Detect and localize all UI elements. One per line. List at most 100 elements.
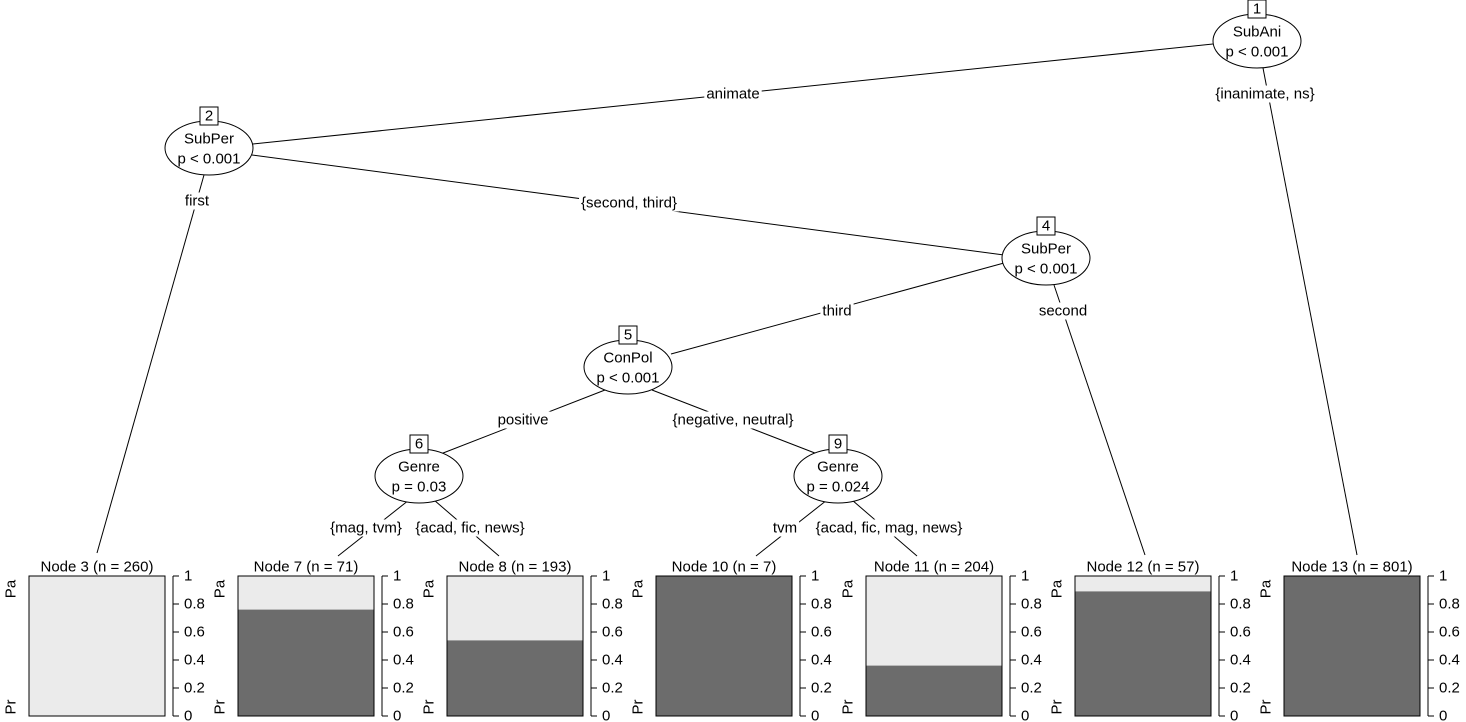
y-tick-label: 0.8: [602, 596, 623, 613]
edge-label-6-7: {mag, tvm}: [330, 520, 402, 537]
bar-segment-pa: [447, 576, 583, 641]
edge-label-4-12: second: [1039, 303, 1087, 320]
bar-segment-pa: [866, 576, 1002, 666]
bar-segment-pr: [238, 609, 374, 716]
bar-frame: [237, 575, 375, 717]
y-tick-label: 0.2: [1439, 680, 1460, 697]
y-tick-label: 0.6: [393, 624, 414, 641]
side-label-pa: Pa: [840, 579, 857, 598]
node-pvalue: p < 0.001: [597, 370, 660, 387]
terminal-node-title: Node 12 (n = 57): [1087, 559, 1200, 576]
edge-label-background: [770, 519, 800, 537]
node-id-box: [828, 434, 848, 454]
node-id-box: [618, 325, 638, 345]
side-label-pr: Pr: [630, 699, 647, 714]
y-tick-label: 0.4: [393, 652, 414, 669]
y-tick-label: 0: [1021, 708, 1029, 722]
y-tick-label: 0: [811, 708, 819, 722]
y-tick-label: 1: [184, 568, 192, 585]
y-tick-label: 0.8: [1439, 596, 1460, 613]
edge-label-background: [670, 411, 796, 429]
edges-layer: animate {inanimate, ns} first {second, thir…: [96, 43, 1358, 557]
side-label-pa: Pa: [1049, 579, 1066, 598]
side-label-pr: Pr: [421, 699, 438, 714]
node-id: 2: [205, 108, 213, 125]
edge-4-12: [1053, 284, 1146, 556]
y-tick-label: 1: [811, 568, 819, 585]
side-label-pa: Pa: [3, 579, 20, 598]
edge-label-1-13: {inanimate, ns}: [1215, 86, 1314, 103]
side-label-pr: Pr: [840, 699, 857, 714]
side-label-pr: Pr: [3, 699, 20, 714]
terminal-node-title: Node 3 (n = 260): [41, 559, 154, 576]
edge-label-background: [182, 192, 212, 210]
edge-label-background: [813, 519, 965, 537]
edge-label-background: [328, 519, 404, 537]
edge-1-13: [1262, 67, 1358, 556]
bar-segment-pr: [447, 640, 583, 716]
terminal-title-background: [1289, 558, 1415, 576]
bar-frame: [1283, 575, 1421, 717]
side-label-pa: Pa: [421, 579, 438, 598]
node-pvalue: p < 0.001: [1226, 44, 1289, 61]
node-variable: SubPer: [1021, 241, 1071, 258]
edge-label-background: [495, 411, 551, 429]
side-label-pr: Pr: [1049, 699, 1066, 714]
edge-label-background: [1036, 302, 1090, 320]
y-tick-label: 0.6: [1021, 624, 1042, 641]
node-id-box: [1247, 0, 1267, 19]
y-tick-label: 0: [393, 708, 401, 722]
terminal-node-title: Node 11 (n = 204): [874, 559, 994, 576]
y-tick-label: 0.8: [1230, 596, 1251, 613]
node-variable: Genre: [398, 459, 440, 476]
node-pvalue: p < 0.001: [1015, 261, 1078, 278]
edge-label-9-11: {acad, fic, mag, news}: [816, 520, 963, 537]
node-id: 1: [1253, 1, 1261, 18]
edge-label-2-3: first: [185, 193, 210, 210]
y-tick-label: 1: [602, 568, 610, 585]
bar-segment-pr: [656, 576, 792, 716]
y-tick-label: 1: [1230, 568, 1238, 585]
y-tick-label: 0.4: [811, 652, 832, 669]
bar-segment-pa: [238, 576, 374, 610]
edge-label-background: [820, 302, 854, 320]
bar-frame: [655, 575, 793, 717]
y-tick-label: 0.2: [184, 680, 205, 697]
edge-label-2-4: {second, third}: [581, 195, 677, 212]
y-tick-label: 0.2: [811, 680, 832, 697]
y-tick-label: 0.6: [1439, 624, 1460, 641]
edge-label-background: [704, 85, 762, 103]
bar-segment-pa: [1075, 576, 1211, 592]
edge-label-background: [579, 194, 679, 212]
node-id: 4: [1042, 218, 1050, 235]
y-tick-label: 0.6: [602, 624, 623, 641]
edge-label-5-9: {negative, neutral}: [673, 412, 794, 429]
y-tick-label: 0.8: [1021, 596, 1042, 613]
y-tick-label: 0.4: [602, 652, 623, 669]
y-tick-label: 0.6: [811, 624, 832, 641]
node-pvalue: p < 0.001: [178, 151, 241, 168]
y-tick-label: 0.2: [602, 680, 623, 697]
edge-label-background: [413, 519, 527, 537]
terminal-title-background: [669, 558, 779, 576]
edge-label-1-2: animate: [706, 86, 759, 103]
y-tick-label: 0.6: [1230, 624, 1251, 641]
bar-frame: [446, 575, 584, 717]
bar-segment-pr: [1075, 591, 1211, 716]
y-tick-label: 0: [1439, 708, 1447, 722]
y-tick-label: 0.2: [393, 680, 414, 697]
edge-label-4-5: third: [822, 303, 851, 320]
y-tick-label: 1: [1439, 568, 1447, 585]
y-tick-label: 0.4: [1230, 652, 1251, 669]
y-tick-label: 0: [1230, 708, 1238, 722]
terminal-title-background: [38, 558, 156, 576]
